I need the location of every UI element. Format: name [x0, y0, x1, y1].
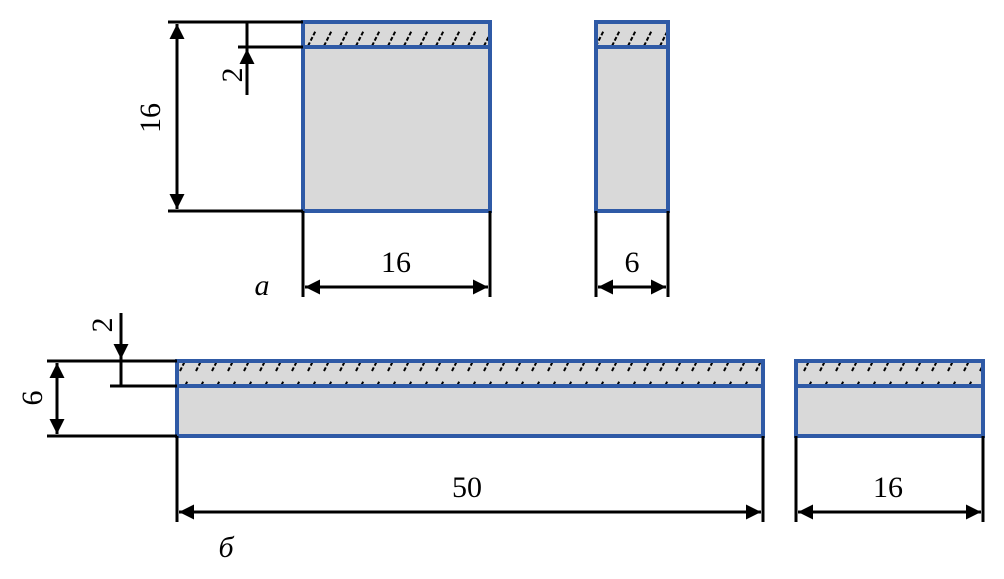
dim-label-height: 6	[16, 391, 49, 406]
panel-b-length-dimension: 50	[175, 436, 765, 522]
dim-label-width: 16	[381, 246, 411, 279]
panel-b-label: б	[218, 531, 234, 564]
dim-label-length: 50	[452, 471, 482, 504]
block-body	[301, 20, 492, 213]
dim-label-layer: 2	[86, 318, 119, 333]
panel-a-height-dimension: 16	[134, 20, 303, 213]
panel-a-layer-dimension: 2	[216, 22, 303, 95]
panel-b-height-dimension: 6	[16, 359, 177, 438]
panel-b-layer-dimension: 2	[86, 313, 177, 388]
panel-a-side-block	[594, 20, 670, 213]
panel-a-label: а	[255, 269, 270, 302]
panel-a-width-dimension: 16	[301, 211, 492, 297]
dim-label-height: 16	[134, 103, 167, 133]
dim-label-side-width: 16	[873, 471, 903, 504]
panel-b-long-block	[175, 359, 765, 438]
dim-label-side-width: 6	[625, 246, 640, 279]
panel-b-side-block	[794, 359, 985, 438]
panel-a-side-width-dimension: 6	[594, 211, 670, 297]
panel-a-front-block	[301, 20, 492, 213]
panel-b-side-width-dimension: 16	[794, 436, 985, 522]
hatched-layer	[301, 20, 492, 49]
dim-label-layer: 2	[216, 68, 249, 83]
